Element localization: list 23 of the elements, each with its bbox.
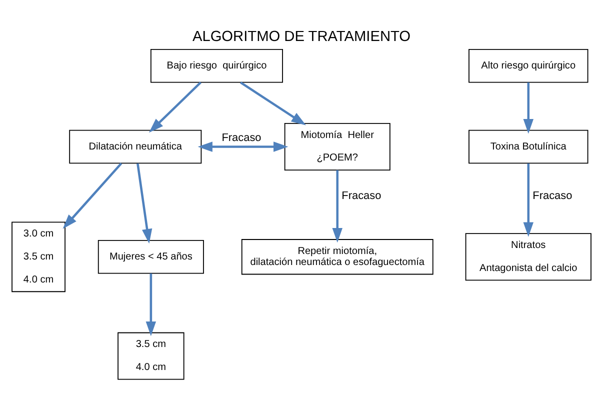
node-box: Alto riesgo quirúrgico [468, 48, 588, 82]
node-box: 3.0 cm 3.5 cm 4.0 cm [12, 221, 66, 292]
arrow [523, 82, 534, 134]
node-box: Mujeres < 45 años [98, 239, 204, 274]
diagram-title: ALGORITMO DE TRATAMIENTO [192, 28, 411, 45]
arrow [62, 162, 122, 228]
arrow [148, 81, 202, 132]
edge-label: Fracaso [532, 189, 572, 202]
arrow [523, 162, 534, 236]
node-box: Miotomía Heller ¿POEM? [284, 122, 390, 170]
node-box: Dilatación neumática [69, 129, 202, 164]
arrow [240, 80, 306, 125]
node-box: Repetir miotomía, dilatación neumática o esofaguectomía [241, 238, 434, 274]
node-box: Nitratos Antagonista del calcio [465, 232, 592, 280]
arrow [136, 162, 152, 244]
arrow [332, 170, 342, 242]
edge-label: Fracaso [222, 131, 262, 144]
edge-label: Fracaso [342, 189, 382, 202]
arrow [198, 141, 288, 152]
node-box: Toxina Botulínica [468, 129, 588, 164]
node-box: 3.5 cm 4.0 cm [118, 332, 184, 380]
node-box: Bajo riesgo quirúrgico [150, 48, 283, 82]
arrow [146, 272, 156, 336]
